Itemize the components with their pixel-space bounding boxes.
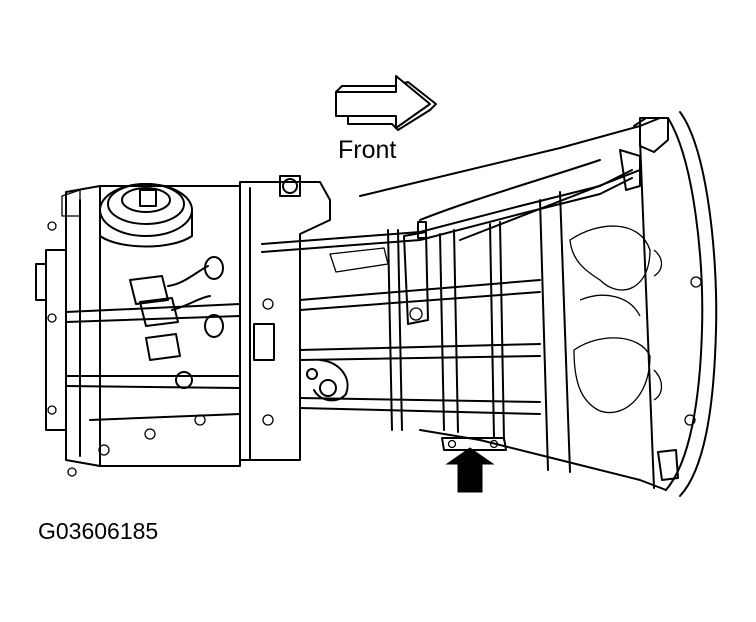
center-housing bbox=[239, 175, 389, 461]
shift-tower bbox=[99, 183, 193, 248]
sensor-connectors bbox=[129, 256, 224, 389]
main-case bbox=[35, 185, 241, 477]
transmission-assembly bbox=[35, 111, 718, 497]
direction-label: Front bbox=[338, 136, 397, 164]
up-arrow-icon bbox=[445, 447, 495, 493]
figure-id: G03606185 bbox=[38, 518, 159, 544]
bell-housing bbox=[633, 111, 718, 497]
indicated-part bbox=[441, 437, 507, 451]
right-arrow-icon bbox=[335, 75, 437, 131]
rib-lattice bbox=[299, 221, 541, 441]
